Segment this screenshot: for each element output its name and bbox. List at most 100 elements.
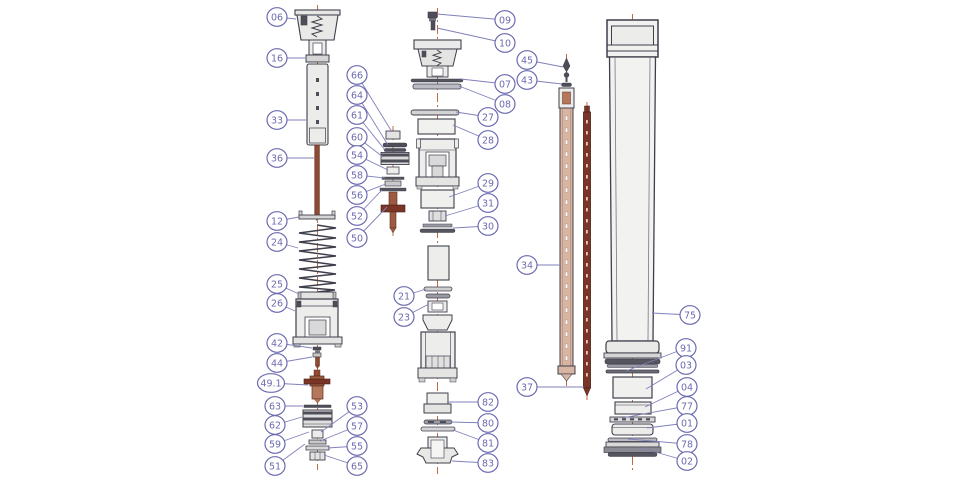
callout-balloon (346, 85, 368, 105)
part-rebound-rod-34 (557, 87, 576, 382)
part-base-piston (302, 409, 333, 428)
callout-balloon (346, 416, 368, 436)
callout-label: 42 (271, 338, 283, 349)
callout-label: 07 (499, 79, 511, 90)
part-spring-seat (297, 291, 337, 300)
part-ring-27 (410, 109, 460, 116)
callout-balloon (264, 456, 286, 476)
callout-24: 24 (266, 232, 299, 252)
part-small-fittings (312, 346, 322, 369)
callout-label: 91 (680, 343, 692, 354)
callout-49.1: 49.1 (256, 373, 309, 393)
callout-balloon (477, 453, 499, 473)
part-bolt-50 (380, 191, 406, 234)
callout-label: 62 (269, 420, 281, 431)
part-disc-07 (410, 78, 464, 83)
part-nut-66 (385, 130, 401, 140)
callout-balloon (675, 355, 697, 375)
callout-label: 64 (351, 90, 363, 101)
part-fork-cap (294, 9, 341, 57)
leader-line (621, 405, 688, 419)
callout-balloon (346, 145, 368, 165)
callout-label: 30 (482, 221, 494, 232)
part-shim-58 (381, 176, 405, 180)
callout-balloon (346, 228, 368, 248)
callout-label: 83 (482, 458, 494, 469)
callout-balloon (266, 211, 288, 231)
callout-balloon (266, 110, 288, 130)
callout-91: 91 (625, 338, 697, 372)
callout-balloon (477, 216, 499, 236)
callout-27: 27 (455, 107, 499, 127)
part-ring-77 (609, 416, 656, 423)
callout-balloon (346, 185, 368, 205)
damper-rods (557, 57, 591, 397)
part-bushing-31 (428, 210, 447, 222)
callout-label: 66 (351, 70, 363, 81)
callout-04: 04 (644, 377, 698, 408)
callout-label: 26 (271, 298, 283, 309)
callout-balloon (266, 333, 288, 353)
callout-label: 06 (271, 12, 283, 23)
callout-balloon (266, 293, 288, 313)
rebound-valving-stack (379, 130, 410, 234)
callout-label: 52 (351, 211, 363, 222)
part-washer-21 (423, 286, 453, 292)
callout-label: 51 (269, 461, 281, 472)
callout-balloon (494, 74, 516, 94)
callout-label: 09 (499, 15, 511, 26)
callout-label: 77 (681, 401, 693, 412)
part-spacer-tube (427, 245, 450, 281)
callout-03: 03 (645, 355, 697, 390)
callout-01: 01 (646, 413, 698, 433)
callout-label: 82 (482, 397, 494, 408)
callout-balloon (264, 434, 286, 454)
callout-65: 65 (323, 454, 368, 476)
callout-16: 16 (266, 48, 305, 68)
part-shim-61 (383, 148, 407, 152)
callout-label: 61 (351, 110, 363, 121)
callout-62: 62 (264, 415, 303, 435)
part-coil-spring (298, 224, 337, 293)
callout-label: 24 (271, 237, 283, 248)
callout-37: 37 (516, 377, 584, 397)
callout-label: 27 (482, 112, 494, 123)
callout-44: 44 (266, 353, 313, 373)
leader-line (436, 13, 506, 21)
callout-51: 51 (264, 443, 306, 476)
callout-balloon (494, 94, 516, 114)
callout-label: 21 (398, 291, 410, 302)
callout-53: 53 (320, 396, 368, 433)
callout-label: 80 (482, 418, 494, 429)
callout-balloon (676, 451, 698, 471)
callout-label: 60 (351, 132, 363, 143)
part-cartridge-cap (413, 39, 462, 78)
callout-balloon (477, 392, 499, 412)
callout-06: 06 (266, 7, 297, 27)
callout-label: 03 (680, 360, 692, 371)
callout-label: 55 (351, 441, 363, 452)
callout-54: 54 (346, 145, 389, 171)
callout-25: 25 (266, 274, 300, 295)
callout-26: 26 (266, 293, 296, 313)
callout-label: 53 (351, 401, 363, 412)
callout-balloon (516, 377, 538, 397)
callout-83: 83 (451, 453, 499, 473)
callout-02: 02 (640, 447, 698, 471)
outer-tube-assembly (603, 19, 662, 457)
callout-balloon (346, 396, 368, 416)
callout-label: 49.1 (260, 378, 281, 389)
left-column-assembly (292, 9, 343, 461)
part-washer-21b (425, 293, 451, 299)
callout-81: 81 (452, 429, 499, 453)
callout-label: 23 (398, 312, 410, 323)
callout-balloon (346, 165, 368, 185)
callout-21: 21 (393, 286, 427, 306)
callout-28: 28 (452, 124, 499, 150)
part-cylinder-28 (417, 118, 456, 135)
part-push-rod (314, 144, 320, 222)
part-compression-adjuster (303, 369, 331, 404)
callout-label: 01 (681, 418, 693, 429)
callout-42: 42 (266, 333, 313, 353)
